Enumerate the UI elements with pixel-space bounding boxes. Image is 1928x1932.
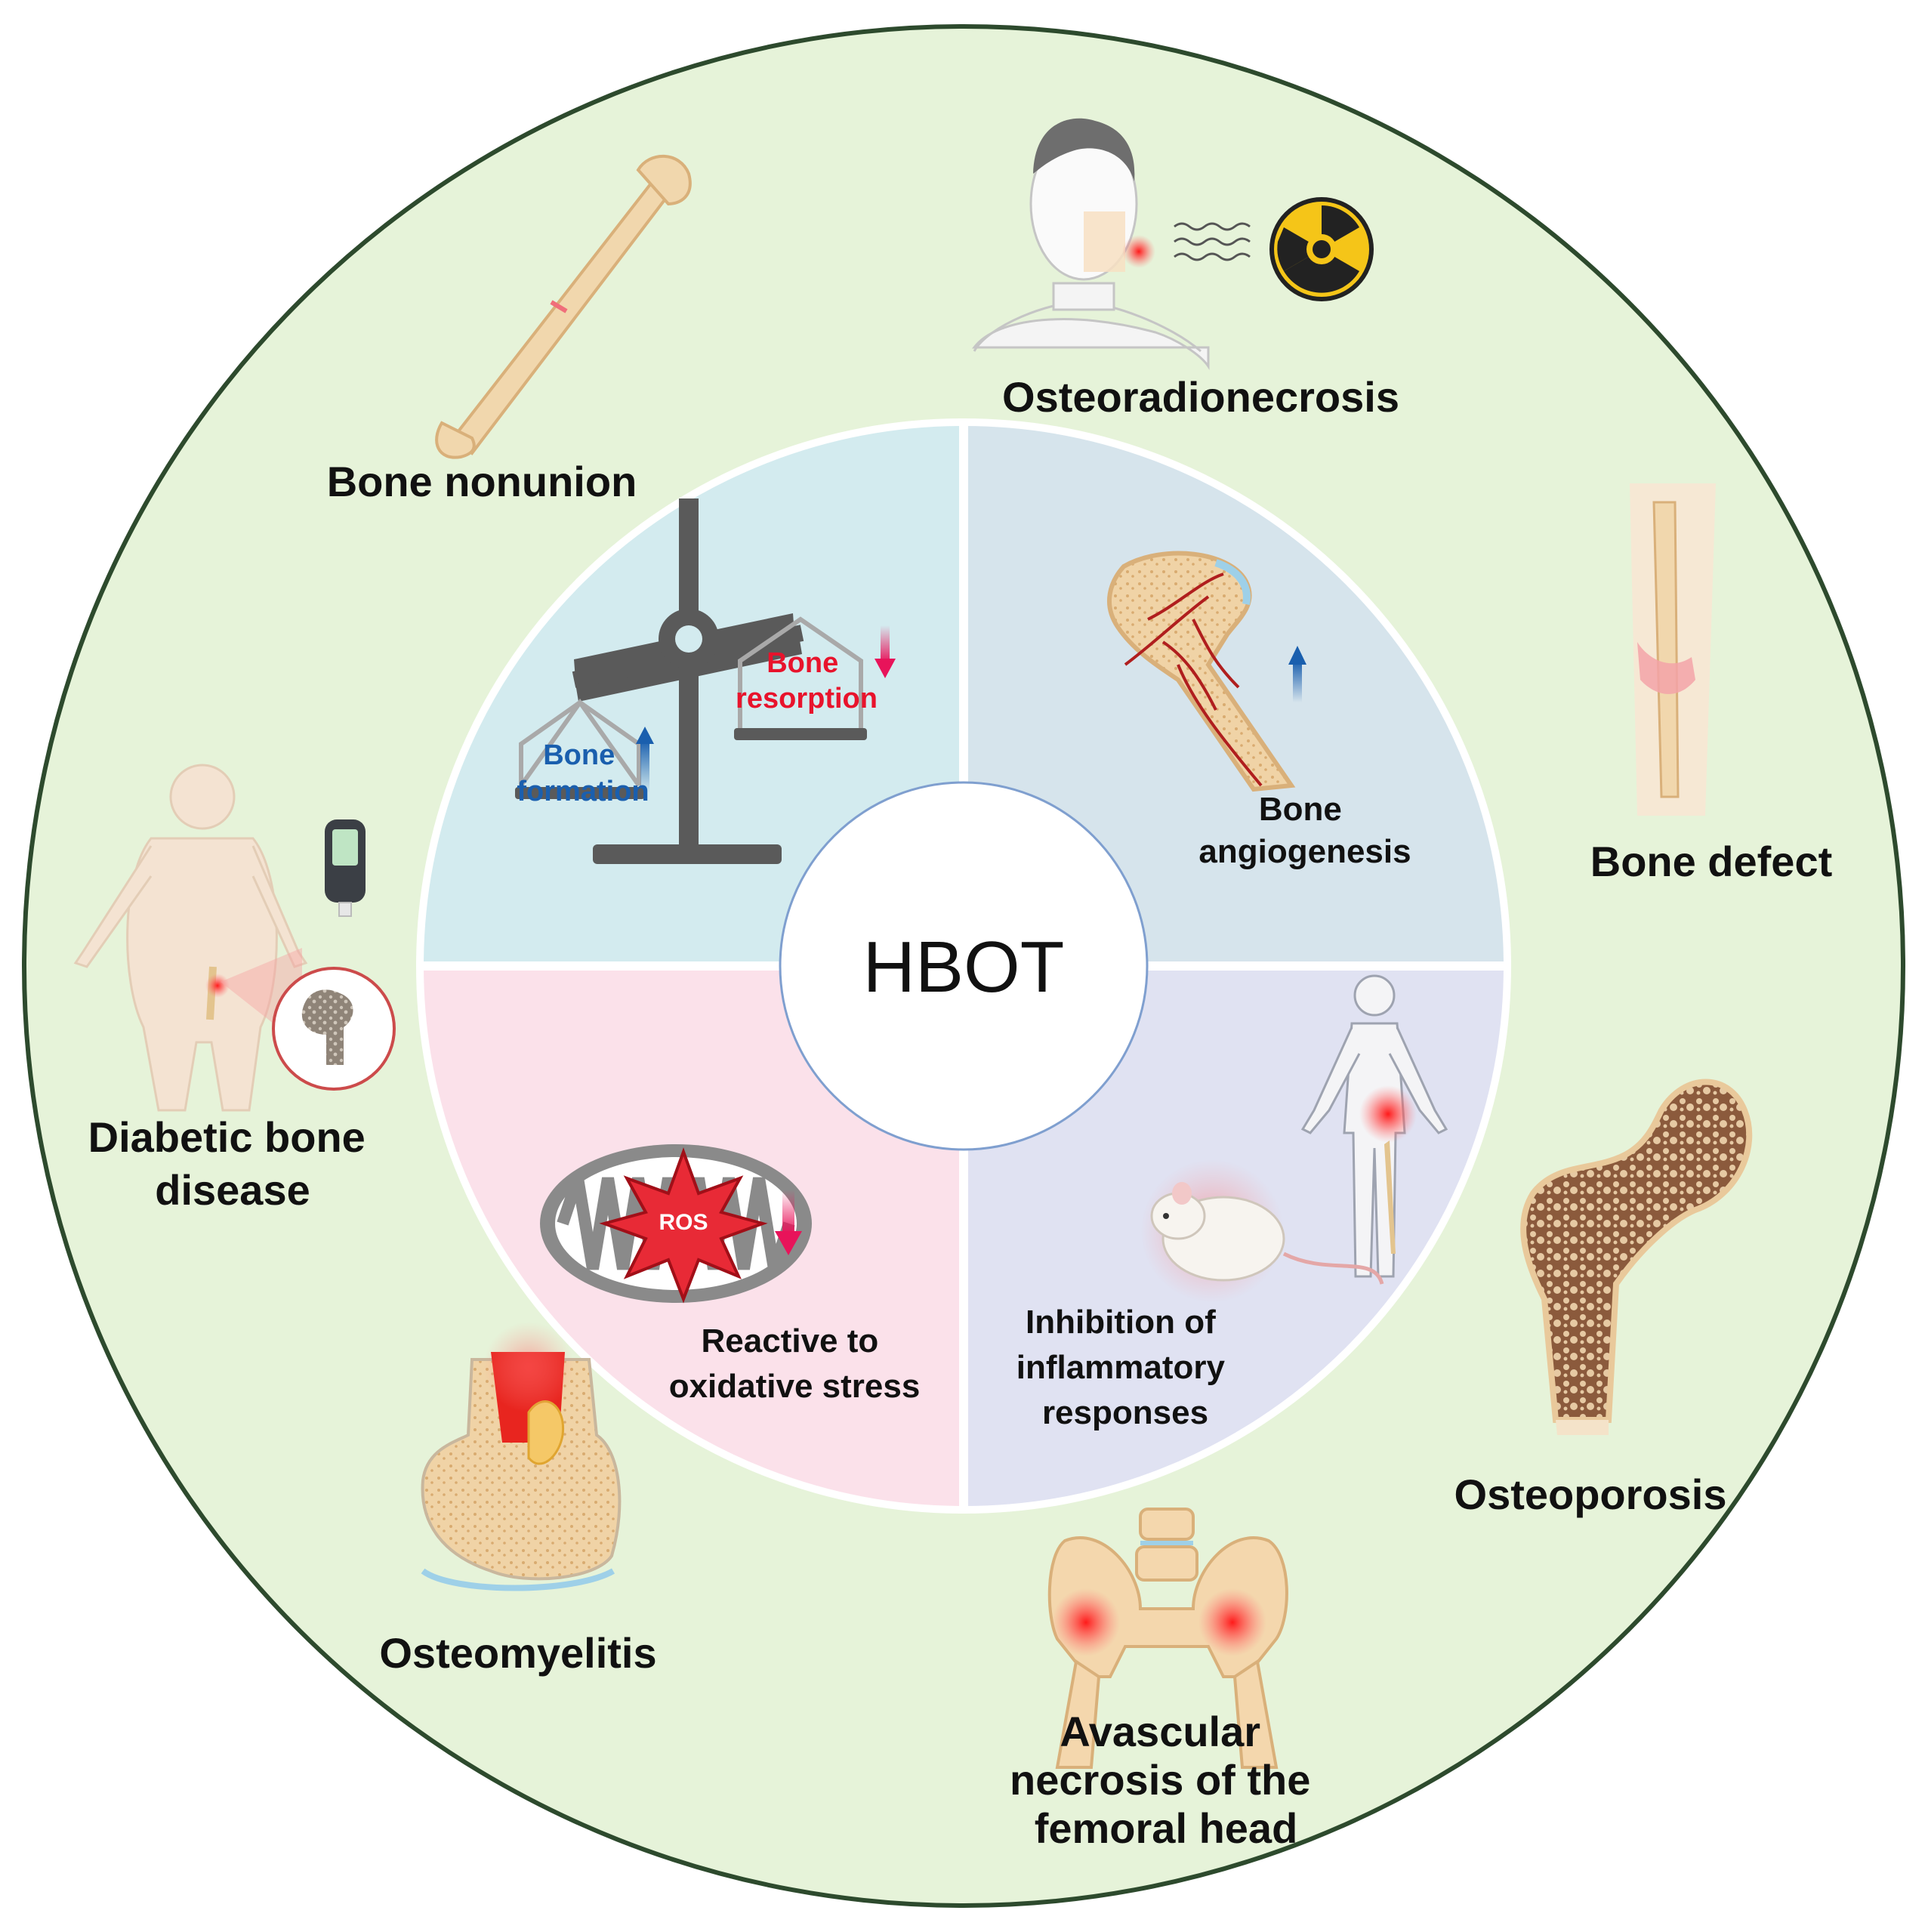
quadrant-angiogenesis [964,422,1507,966]
increase-arrow-icon [1288,646,1306,702]
diabetic-inflammation-glow [205,974,230,998]
head-portrait-icon [971,118,1210,370]
ros-label: ROS [659,1210,708,1235]
bone-nonunion-label: Bone nonunion [327,458,637,505]
osteoradionecrosis-label: Osteoradionecrosis [1002,373,1399,421]
long-bone-icon [435,154,692,459]
obese-person-icon [73,764,308,1112]
center-label: HBOT [863,927,1065,1008]
center-circle [779,781,1149,1151]
inflammation-label: Inhibition of inflammatory responses [1016,1304,1235,1431]
femur-head-magnified-icon [301,989,353,1065]
osteomyelitis-label: Osteomyelitis [379,1629,656,1677]
inflammation-glow [1359,1085,1417,1143]
bone-formation-label: Bone formation [517,739,649,807]
bone-defect-label: Bone defect [1590,838,1833,885]
ros-burst-icon: ROS [599,1147,768,1304]
diabetic-bone-disease-label: Diabetic bone disease [88,1113,378,1214]
decrease-arrow-icon [775,1190,802,1255]
jaw-inflammation-glow [1122,235,1155,268]
glucose-meter-icon [325,819,366,917]
radiation-waves-icon [1174,222,1251,261]
oxidative-stress-label: Reactive to oxidative stress [669,1322,921,1405]
leg-bone-icon [1384,1140,1396,1254]
osteoporotic-femur-icon [1520,1079,1753,1435]
avascular-necrosis-label: Avascular necrosis of the femoral head [1010,1708,1322,1852]
osteoporosis-label: Osteoporosis [1454,1471,1727,1518]
balance-scale-icon [515,498,867,864]
right-hip-glow [1198,1588,1266,1656]
increase-arrow-icon [636,727,654,793]
decrease-arrow-icon [875,625,896,678]
bone-angiogenesis-label: Bone angiogenesis [1198,791,1411,870]
leg-bone-defect-icon [1630,483,1716,816]
vascularized-bone-icon [1106,551,1296,792]
left-hip-glow [1052,1588,1120,1656]
bone-resorption-label: Bone resorption [736,647,878,714]
osteomyelitis-glow [483,1322,574,1412]
rat-icon [1150,1182,1384,1285]
radiation-hazard-icon [1269,197,1374,301]
